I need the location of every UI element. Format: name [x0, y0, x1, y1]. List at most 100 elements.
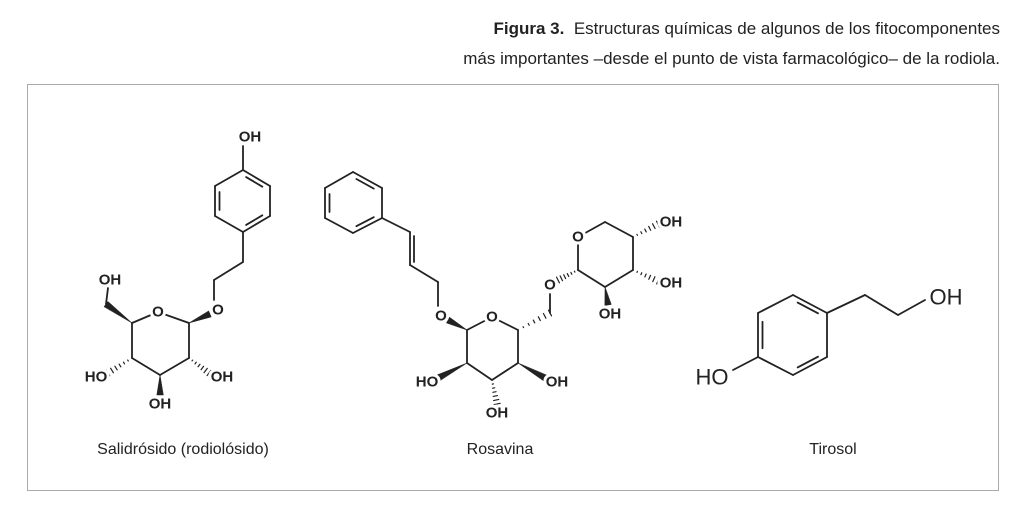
- double-bond-line: [796, 301, 819, 315]
- figure-label: Figura 3.: [493, 19, 565, 38]
- atom-ho: HO: [85, 369, 108, 386]
- ring-bond: [577, 221, 606, 238]
- atom-o: O: [435, 308, 447, 325]
- hash-bond: [652, 223, 656, 230]
- atom-o: O: [152, 304, 164, 321]
- tyrosol-structure: OH HO Tirosol: [693, 282, 966, 459]
- figure-caption: Figura 3. Estructuras químicas de alguno…: [463, 14, 1000, 74]
- bond: [732, 356, 759, 371]
- bond: [897, 299, 926, 316]
- caption-line-1: Estructuras químicas de algunos de los f…: [573, 19, 1000, 38]
- compound-name-tyrosol: Tirosol: [809, 441, 856, 458]
- bond: [105, 287, 109, 305]
- hash-bond: [563, 274, 567, 280]
- ring-bond: [324, 217, 354, 234]
- ring-bond: [157, 311, 190, 324]
- hash-bond: [652, 276, 656, 283]
- bond: [381, 217, 411, 233]
- hash-bond: [559, 275, 564, 282]
- atom-oh: OH: [546, 374, 569, 391]
- ring-bond: [131, 311, 159, 324]
- ring-bond: [242, 169, 271, 187]
- ring-bond: [214, 215, 244, 233]
- hash-bond: [492, 394, 499, 398]
- hash-bond: [542, 312, 547, 319]
- hash-bond: [640, 231, 643, 235]
- hash-bond: [640, 272, 643, 276]
- hash-bond: [537, 316, 541, 322]
- compound-name-rosavin: Rosavina: [467, 441, 534, 458]
- hash-bond: [532, 319, 536, 324]
- hash-bond: [522, 326, 525, 329]
- double-bond-line: [245, 176, 264, 188]
- wedge-bond: [188, 310, 212, 324]
- double-bond-line: [355, 216, 375, 228]
- ring-bond: [131, 357, 161, 376]
- hash-bond: [527, 322, 530, 326]
- wedge-bond: [517, 362, 547, 382]
- hash-bond: [105, 369, 111, 377]
- hash-bond: [122, 361, 126, 365]
- double-bond-line: [355, 178, 375, 190]
- bond: [864, 294, 899, 316]
- wedge-bond: [156, 374, 164, 396]
- hash-bond: [194, 361, 197, 365]
- hash-bond: [127, 359, 129, 362]
- hash-bond: [644, 273, 647, 278]
- hash-bond: [493, 402, 501, 406]
- hash-bond: [555, 276, 561, 284]
- figure-frame: [27, 84, 999, 491]
- hash-bond: [492, 398, 500, 402]
- atom-oh: OH: [211, 369, 234, 386]
- hash-bond: [648, 225, 652, 231]
- ring-bond: [491, 362, 519, 381]
- atom-oh: OH: [486, 405, 509, 422]
- hash-bond: [570, 271, 573, 275]
- atom-oh: OH: [599, 306, 622, 323]
- bond: [826, 294, 866, 314]
- atom-o: O: [544, 277, 556, 294]
- ring-bond: [352, 217, 383, 234]
- hash-bond: [492, 391, 497, 393]
- ring-bond: [577, 269, 606, 288]
- hash-bond: [648, 274, 652, 280]
- hash-bond: [566, 272, 570, 278]
- hash-bond: [109, 367, 115, 374]
- atom-oh: OH: [149, 396, 172, 413]
- ring-bond: [604, 221, 634, 238]
- atom-oh: OH: [660, 214, 683, 231]
- hash-bond: [118, 363, 122, 368]
- atom-ho: HO: [416, 374, 439, 391]
- atom-o: O: [212, 302, 224, 319]
- ring-bond: [604, 269, 634, 288]
- ring-bond: [466, 362, 493, 381]
- ring-bond: [757, 356, 794, 376]
- ring-bond: [792, 294, 828, 314]
- atom-oh: OH: [99, 272, 122, 289]
- salidroside-structure: OH O O OH HO OH OH Salidrósido (rodiolós…: [82, 126, 269, 459]
- hash-bond: [197, 363, 201, 368]
- ring-bond: [242, 215, 271, 233]
- ring-bond: [466, 316, 493, 331]
- wedge-bond: [436, 362, 468, 382]
- double-bond-line: [245, 214, 264, 226]
- hash-bond: [191, 359, 194, 362]
- wedge-bond: [103, 301, 133, 324]
- hash-bond: [644, 228, 647, 233]
- ring-bond: [352, 171, 383, 189]
- bond: [409, 264, 439, 283]
- hash-bond: [206, 369, 212, 377]
- hash-bond: [203, 367, 208, 374]
- atom-oh: OH: [660, 275, 683, 292]
- hash-bond: [655, 220, 661, 228]
- compound-name-salidroside: Salidrósido (rodiolósido): [97, 441, 269, 458]
- atom-oh: OH: [930, 285, 963, 310]
- atom-oh: OH: [239, 129, 262, 146]
- hash-bond: [200, 365, 205, 371]
- atom-ho: HO: [696, 365, 729, 390]
- double-bond-line: [796, 355, 819, 369]
- ring-bond: [324, 171, 354, 189]
- ring-bond: [792, 356, 828, 376]
- caption-line-2: más importantes –desde el punto de vista…: [463, 49, 1000, 68]
